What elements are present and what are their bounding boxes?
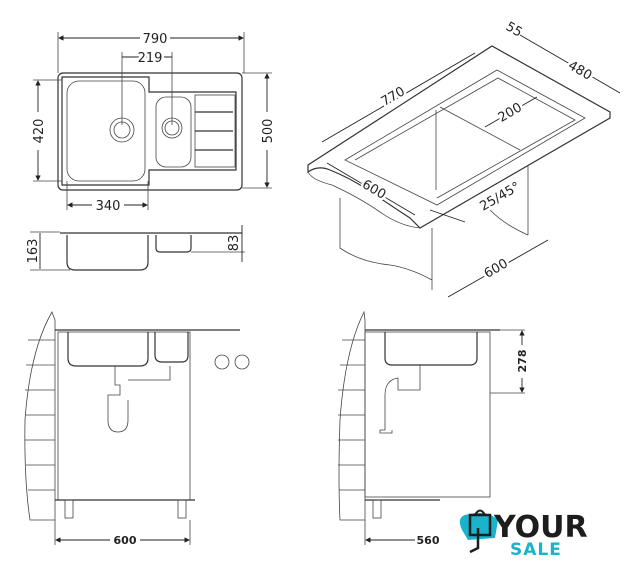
dim-163: 163 (26, 239, 41, 264)
small-bowl (155, 96, 192, 168)
dim-600-cabinet: 600 (482, 256, 511, 281)
dim-340: 340 (96, 199, 121, 214)
shopping-bag-icon (468, 513, 492, 537)
side-view: 163 83 (26, 225, 245, 271)
dim-600-front: 600 (114, 534, 137, 547)
dim-219: 219 (138, 51, 163, 66)
dim-55: 55 (503, 19, 525, 40)
dim-500: 500 (261, 119, 276, 144)
dim-83: 83 (227, 235, 242, 252)
drainer-grooves (194, 94, 236, 168)
isometric-view: 770 55 480 200 600 25/45° 600 (307, 19, 621, 298)
dim-edge-angle: 25/45° (477, 179, 523, 214)
dim-278: 278 (516, 350, 529, 373)
dim-200: 200 (496, 100, 525, 125)
top-view: 790 219 420 500 340 (32, 32, 276, 214)
logo-your: YOUR (493, 510, 588, 545)
brick-wall-side (338, 339, 365, 491)
dim-560: 560 (417, 534, 440, 547)
dim-770: 770 (379, 84, 408, 109)
installation-side-view: 278 560 (338, 310, 529, 547)
dim-600-counter: 600 (359, 177, 388, 202)
dim-420: 420 (32, 119, 47, 144)
brick-wall (25, 339, 55, 491)
installation-front-view: 600 (24, 311, 250, 547)
dim-790: 790 (143, 32, 168, 47)
yoursale-logo: YOUR SALE (459, 509, 588, 560)
dim-480: 480 (565, 58, 594, 83)
logo-sale: SALE (510, 540, 562, 560)
hand-pointer-icon (469, 528, 480, 554)
main-bowl (66, 80, 146, 182)
